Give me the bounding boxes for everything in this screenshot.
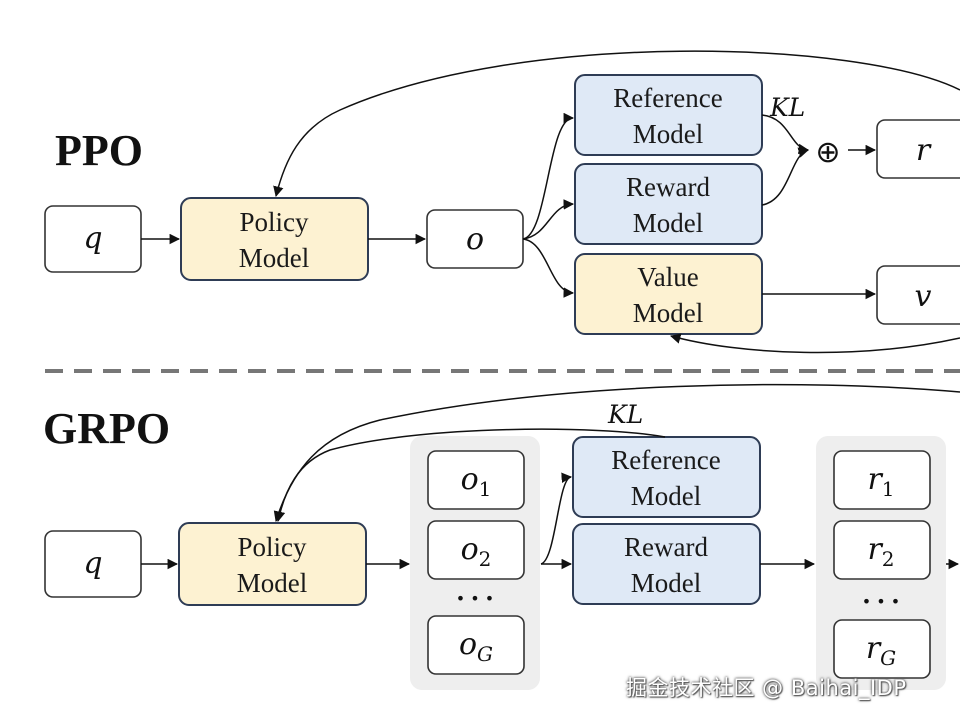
grpo-reward-g-sub: G xyxy=(880,646,896,670)
ppo-value-model-line1: Value xyxy=(637,262,698,292)
grpo-output-1: o1 xyxy=(427,450,525,510)
edge-outputs-to-reference xyxy=(540,472,573,565)
grpo-output-g: oG xyxy=(427,615,525,675)
edge-feedback-to-policy xyxy=(273,50,960,198)
grpo-output-2: o2 xyxy=(427,520,525,580)
ppo-value-node: v xyxy=(876,265,960,325)
edge-o-to-reference xyxy=(522,112,575,240)
grpo-rewards-ellipsis: • • • xyxy=(862,592,900,611)
ppo-section: PPO q Policy Model o Reference Model Rew… xyxy=(44,50,960,354)
grpo-output-g-base: o xyxy=(459,627,477,662)
ppo-output-label: o xyxy=(466,222,484,257)
ppo-reward-node: r xyxy=(876,119,960,179)
svg-text:o2: o2 xyxy=(461,532,492,571)
grpo-reward-1: r1 xyxy=(833,450,931,510)
edge-reward-to-combine xyxy=(761,147,810,206)
ppo-output-node: o xyxy=(426,209,524,269)
grpo-reward-1-sub: 1 xyxy=(882,477,895,501)
ppo-reward-label: r xyxy=(916,133,932,168)
ppo-policy-model: Policy Model xyxy=(180,197,369,281)
ppo-title: PPO xyxy=(55,126,143,175)
ppo-reference-model-line2: Model xyxy=(633,119,704,149)
edge-o-to-value xyxy=(522,238,575,298)
ppo-query-node: q xyxy=(44,205,142,273)
grpo-reward-2-sub: 2 xyxy=(882,547,895,571)
svg-text:o1: o1 xyxy=(461,462,492,501)
grpo-kl-label: KL xyxy=(607,400,643,429)
combine-symbol-icon: ⊕ xyxy=(815,135,840,170)
grpo-reference-model-line1: Reference xyxy=(611,445,720,475)
grpo-reward-g: rG xyxy=(833,619,931,679)
grpo-output-g-sub: G xyxy=(477,642,493,666)
ppo-reference-model-line1: Reference xyxy=(613,83,722,113)
watermark: 掘金技术社区 @ Baihai_IDP xyxy=(626,676,907,700)
ppo-policy-model-line2: Model xyxy=(239,243,310,273)
grpo-reward-2: r2 xyxy=(833,520,931,580)
grpo-reward-2-base: r xyxy=(867,532,883,567)
grpo-edges xyxy=(141,383,960,570)
grpo-reward-model-line1: Reward xyxy=(624,532,708,562)
grpo-reward-model-line2: Model xyxy=(631,568,702,598)
grpo-section: GRPO q Policy Model KL o1 o2 • • • o xyxy=(43,383,960,690)
ppo-value-label: v xyxy=(915,279,932,314)
grpo-query-node: q xyxy=(44,530,142,598)
svg-text:oG: oG xyxy=(459,627,493,666)
ppo-query-label: q xyxy=(83,221,102,256)
ppo-edges xyxy=(141,50,960,354)
edge-feedback-to-policy xyxy=(273,383,960,523)
ppo-reward-model: Reward Model xyxy=(574,163,763,245)
ppo-policy-model-line1: Policy xyxy=(239,207,309,237)
grpo-output-1-sub: 1 xyxy=(479,477,492,501)
grpo-title: GRPO xyxy=(43,404,170,453)
grpo-reference-model-line2: Model xyxy=(631,481,702,511)
svg-text:rG: rG xyxy=(866,631,896,670)
grpo-reward-1-base: r xyxy=(867,462,883,497)
ppo-value-model-line2: Model xyxy=(633,298,704,328)
ppo-reward-model-line1: Reward xyxy=(626,172,710,202)
grpo-policy-model-line2: Model xyxy=(237,568,308,598)
grpo-policy-model-line1: Policy xyxy=(237,532,307,562)
edge-feedback-to-value xyxy=(669,333,960,354)
grpo-query-label: q xyxy=(83,546,102,581)
grpo-reference-model: Reference Model xyxy=(572,436,761,518)
grpo-output-2-sub: 2 xyxy=(479,547,492,571)
grpo-output-1-base: o xyxy=(461,462,479,497)
edge-o-to-reward xyxy=(522,199,575,240)
svg-text:r1: r1 xyxy=(867,462,894,501)
grpo-reward-model: Reward Model xyxy=(572,523,761,605)
ppo-reward-model-line2: Model xyxy=(633,208,704,238)
svg-text:r2: r2 xyxy=(867,532,894,571)
grpo-policy-model: Policy Model xyxy=(178,522,367,606)
ppo-reference-model: Reference Model xyxy=(574,74,763,156)
ppo-kl-label: KL xyxy=(769,93,805,122)
grpo-output-2-base: o xyxy=(461,532,479,567)
grpo-outputs-ellipsis: • • • xyxy=(456,589,494,608)
ppo-value-model: Value Model xyxy=(574,253,763,335)
grpo-reward-g-base: r xyxy=(866,631,882,666)
